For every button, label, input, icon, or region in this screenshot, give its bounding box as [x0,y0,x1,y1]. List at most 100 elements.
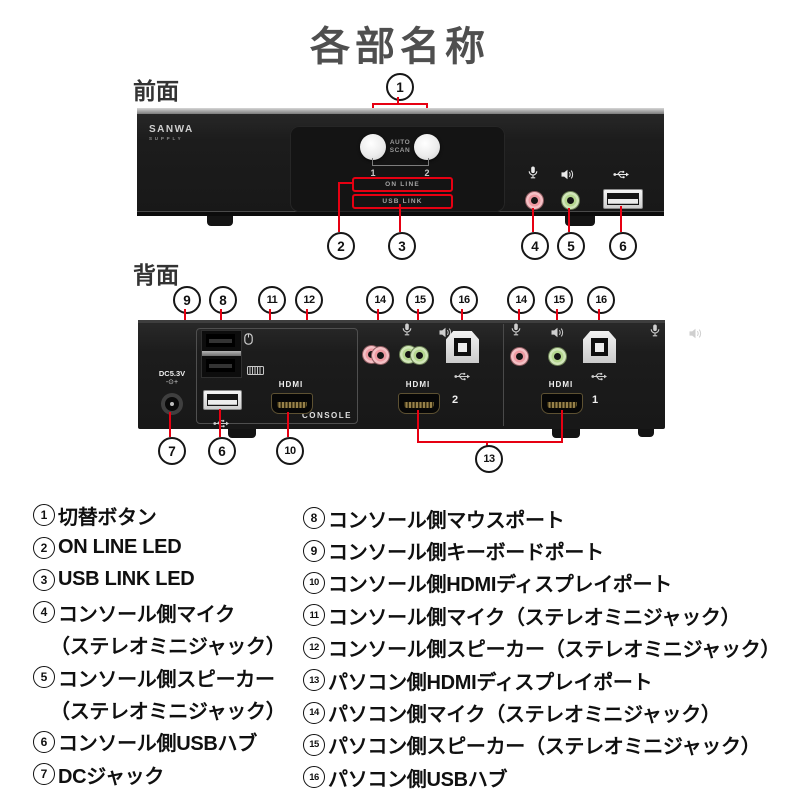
legend-text: （ステレオミニジャック） [50,701,286,724]
callout-9: 9 [173,286,201,314]
speaker-icon [689,326,703,344]
legend-num-circle: 2 [33,536,55,559]
brand-sub: SUPPLY [149,136,184,141]
legend-num-circle: 3 [33,568,55,591]
usbb-core [458,343,467,352]
legend-text: コンソール側マウスポート [328,509,565,532]
callout-line [397,97,399,105]
usb-icon [591,368,607,386]
mouse-icon [244,332,253,350]
back-foot-right [552,429,580,438]
usb-icon [613,166,629,184]
callout-5: 5 [557,232,585,260]
front-top-edge [137,108,664,114]
callout-14b: 14 [507,286,535,314]
callout-14a: 14 [366,286,394,314]
legend-num-circle: 1 [33,504,55,527]
hdmi-pins [547,402,577,408]
legend-text: （ステレオミニジャック） [50,636,286,659]
back-section-label: 背面 [133,262,179,288]
legend-num-circle: 16 [303,766,325,789]
callout-10: 10 [276,437,304,465]
callout-line [568,208,570,232]
callout-line [169,412,171,437]
kvm-back-panel: CONSOLE DC5.3V -⊙+ [138,320,702,429]
pc2-speaker-jack [410,346,429,365]
callout-line [620,206,622,232]
pc1-number: 1 [591,394,599,406]
callout-15b: 15 [545,286,573,314]
callout-line [338,182,340,232]
usb-icon [454,368,470,386]
front-foot-right [565,216,595,226]
callout-line [399,204,401,232]
dc-jack [161,393,183,415]
legend-text: 切替ボタン [58,506,157,529]
console-label: CONSOLE [301,411,352,420]
dc-voltage-label: DC5.3V [158,369,186,378]
legend-item-4-cont: （ステレオミニジャック） [33,629,301,661]
console-mouse-keyboard-ports [201,330,242,378]
brand-logo: SANWA SUPPLY [149,124,209,141]
kvm-front-panel: SANWA SUPPLY AUTO SCAN 1 2 ON LINE USB L… [137,108,664,216]
pc2-mic-jack [371,346,390,365]
pc2-hdmi-label: HDMI [405,380,431,389]
legend-text: コンソール側USBハブ [58,733,257,756]
front-usb-hub-port [603,189,643,209]
back-foot-edge [638,429,654,437]
pc1-hdmi-label: HDMI [548,380,574,389]
pc1-usb-port [583,331,616,363]
legend-num-circle: 5 [33,666,55,689]
legend-num-circle: 8 [303,507,325,530]
mic-icon [528,166,538,184]
legend-text: USB LINK LED [58,568,195,591]
callout-15a: 15 [406,286,434,314]
console-hdmi-port [271,393,313,414]
section-divider [503,324,504,426]
callout-line [417,410,419,443]
legend-num-circle: 6 [33,730,55,753]
usbb-core [595,343,604,352]
mouse-port-tongue [209,339,232,343]
front-section-label: 前面 [133,78,179,104]
callout-line [339,182,353,184]
front-center-panel [290,126,505,212]
mic-icon [402,323,412,341]
callout-6: 6 [609,232,637,260]
mic-icon [650,324,660,342]
legend-text: パソコン側HDMIディスプレイポート [328,671,653,694]
online-led-label: ON LINE [385,181,420,188]
callout-line [532,208,534,232]
keyboard-icon [247,362,264,380]
legend-num-circle: 10 [303,571,325,594]
brand-name: SANWA [149,124,194,135]
console-usb-hub-port [203,390,242,410]
legend-text: コンソール側マイク（ステレオミニジャック） [328,606,741,629]
keyboard-port-tongue [209,364,232,368]
legend-num-circle: 13 [303,669,325,692]
front-foot-left [207,216,233,226]
callout-13: 13 [475,445,503,473]
callout-line [561,410,563,443]
legend-text: パソコン側マイク（ステレオミニジャック） [328,704,721,727]
legend-text: コンソール側スピーカー [58,668,275,691]
page-title: 各部名称 [310,25,490,69]
callout-line [219,409,221,437]
